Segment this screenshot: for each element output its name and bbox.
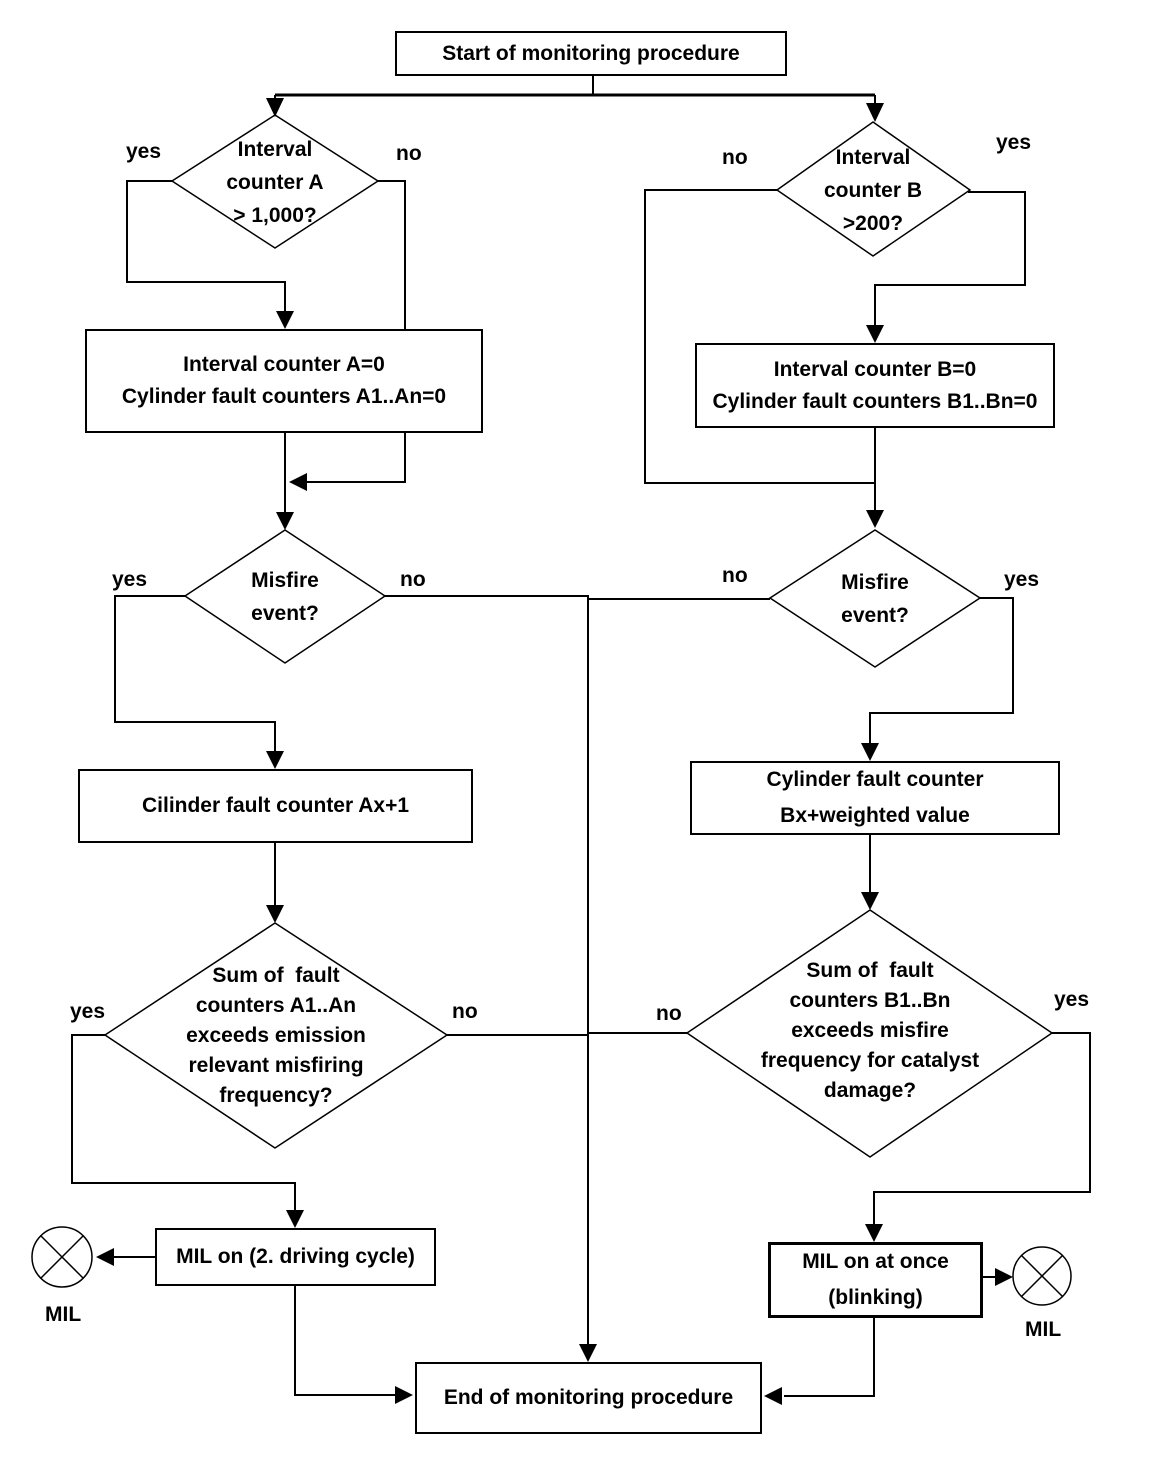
mil-lamp-a-cross-2: [40, 1235, 84, 1279]
arrowhead-into-misfire-b: [866, 510, 884, 528]
node-mil-b: MIL on at once (blinking): [768, 1242, 983, 1318]
connector-misfire-a-yes: [114, 595, 276, 753]
arrowhead-into-reset-a: [276, 311, 294, 329]
diamond-interval-counter-b: [775, 121, 972, 257]
arrowhead-into-misfire-a: [276, 512, 294, 530]
branch-label-interval-a-yes: yes: [126, 140, 162, 163]
node-fault-counter-a: Cilinder fault counter Ax+1: [78, 769, 473, 843]
arrowhead-into-mil-a: [286, 1210, 304, 1228]
branch-label-sum-a-no: no: [452, 1000, 478, 1023]
mil-lamp-b-cross-2: [1020, 1254, 1064, 1298]
node-sum-fault-b: Sum of fault counters B1..Bn exceeds mis…: [760, 959, 980, 1102]
node-reset-a: Interval counter A=0 Cylinder fault coun…: [85, 329, 483, 433]
arrowhead-into-sum-a: [266, 905, 284, 923]
node-fault-counter-b: Cylinder fault counter Bx+weighted value: [690, 761, 1060, 835]
branch-label-sum-b-yes: yes: [1054, 988, 1090, 1011]
diamond-misfire-event-b: [768, 529, 982, 668]
arrowhead-into-lamp-a: [96, 1248, 114, 1266]
arrowhead-into-interval-a: [266, 98, 284, 117]
arrowhead-into-end-left: [395, 1386, 413, 1404]
branch-label-misfire-b-no: no: [722, 564, 748, 587]
branch-label-misfire-b-yes: yes: [1004, 568, 1040, 591]
arrowhead-into-mil-b: [865, 1224, 883, 1242]
arrowhead-into-fault-b: [861, 743, 879, 761]
mil-lamp-b-caption: MIL: [1025, 1318, 1062, 1341]
arrowhead-into-reset-b: [866, 325, 884, 343]
connector-misfire-b-yes: [869, 597, 1014, 745]
node-interval-counter-b: Interval counter B >200?: [823, 145, 922, 235]
node-misfire-event-a: Misfire event?: [251, 569, 319, 625]
branch-label-interval-b-yes: yes: [996, 131, 1032, 154]
arrowhead-no-a-join: [289, 473, 307, 491]
branch-label-sum-b-no: no: [656, 1002, 682, 1025]
mil-lamp-a-caption: MIL: [45, 1303, 82, 1326]
node-interval-counter-a: Interval counter A > 1,000?: [226, 137, 324, 227]
node-sum-fault-a: Sum of fault counters A1..An exceeds emi…: [186, 964, 366, 1107]
arrowhead-into-interval-b: [866, 103, 884, 122]
branch-label-misfire-a-yes: yes: [112, 568, 148, 591]
branch-label-interval-a-no: no: [396, 142, 422, 165]
connector-interval-b-no: [644, 189, 875, 484]
node-mil-a: MIL on (2. driving cycle): [155, 1228, 436, 1286]
diamond-interval-counter-a: [170, 114, 380, 249]
arrowhead-into-end-right: [764, 1387, 782, 1405]
branch-label-sum-a-yes: yes: [70, 1000, 106, 1023]
node-start: Start of monitoring procedure: [395, 31, 787, 76]
connector-mil-b-end: [784, 1318, 875, 1397]
diamond-misfire-event-a: [183, 529, 387, 664]
node-end: End of monitoring procedure: [415, 1362, 762, 1434]
arrowhead-into-sum-b: [861, 892, 879, 910]
diamond-sum-fault-b: [685, 909, 1054, 1158]
connector-interval-b-yes: [874, 191, 1026, 327]
connector-interval-a-yes: [126, 180, 286, 313]
node-reset-b: Interval counter B=0 Cylinder fault coun…: [695, 343, 1055, 428]
branch-label-misfire-a-no: no: [400, 568, 426, 591]
arrowhead-into-lamp-b: [995, 1268, 1013, 1286]
branch-label-interval-b-no: no: [722, 146, 748, 169]
arrowhead-into-fault-a: [266, 751, 284, 769]
diamond-sum-fault-a: [103, 922, 449, 1149]
connector-sum-a-yes: [71, 1034, 296, 1212]
connector-sum-b-yes: [873, 1032, 1091, 1226]
node-misfire-event-b: Misfire event?: [841, 571, 909, 627]
connector-mil-a-end: [294, 1286, 397, 1396]
arrowhead-into-end-top: [579, 1344, 597, 1362]
